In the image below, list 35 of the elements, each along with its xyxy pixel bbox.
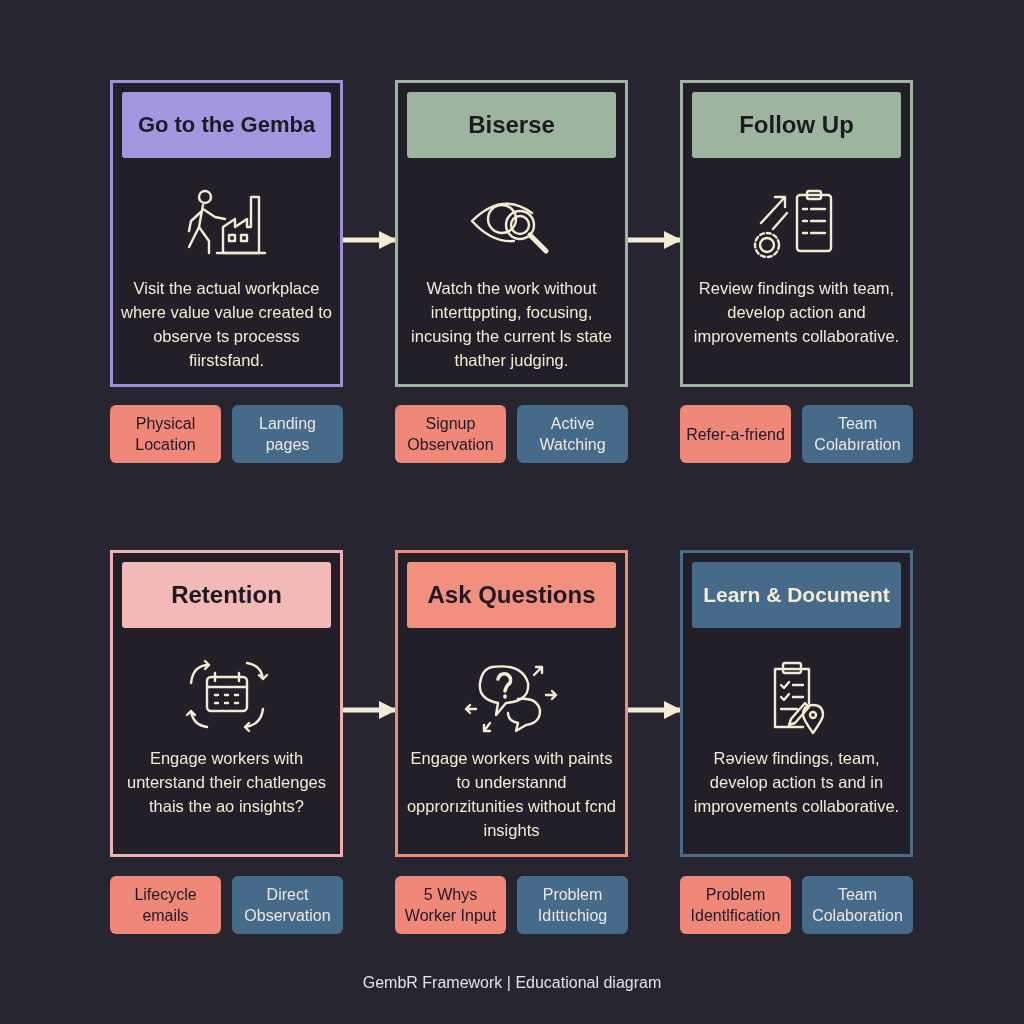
- step-description: Review findings with team, develop action and improvements collaborative.: [692, 278, 901, 347]
- step-description: Engage workers with paints to understannd opprorızitunities without fcnd insights: [406, 748, 617, 841]
- step-title: Learn & Document: [692, 562, 901, 628]
- tag: Team Colaboration: [802, 876, 913, 934]
- step-title: Ask Questions: [407, 562, 616, 628]
- tag: 5 Whys Worker Input: [395, 876, 506, 934]
- step-description: Watch the work without interttppting, focusing, incusing the current ls state thather judging.: [410, 278, 613, 371]
- step-title: Follow Up: [692, 92, 901, 158]
- step-description: Rəview findings, team, develop action ts and in improvements collaborative.: [692, 748, 901, 817]
- step-card: [395, 550, 628, 857]
- tag: Active Watching: [517, 405, 628, 463]
- step-card: [680, 80, 913, 387]
- tag: Problem Identlfication: [680, 876, 791, 934]
- tag: Direct Observation: [232, 876, 343, 934]
- tag: Lifecycle emails: [110, 876, 221, 934]
- step-title: Go to the Gemba: [122, 92, 331, 158]
- tag: Physical Location: [110, 405, 221, 463]
- step-card: [680, 550, 913, 857]
- step-card: [110, 550, 343, 857]
- tag: Refer-a-friend: [680, 405, 791, 463]
- tag: Landing pages: [232, 405, 343, 463]
- caption: GembR Framework | Educational diagram: [361, 974, 663, 992]
- step-card: [110, 80, 343, 387]
- arrow: [628, 231, 682, 249]
- arrow: [628, 701, 682, 719]
- arrow: [343, 231, 397, 249]
- step-description: Engage workers with unterstand their chatlenges thais the ao insights?: [125, 748, 328, 817]
- step-title: Retention: [122, 562, 331, 628]
- tag: Signup Observation: [395, 405, 506, 463]
- tag: Team Colabıration: [802, 405, 913, 463]
- step-description: Visit the actual workplace where value value created to observe ts processs fiirstsfand.: [121, 278, 332, 371]
- tag: Problem Idıttıchiog: [517, 876, 628, 934]
- step-title: Biserse: [407, 92, 616, 158]
- step-card: [395, 80, 628, 387]
- arrow: [343, 701, 397, 719]
